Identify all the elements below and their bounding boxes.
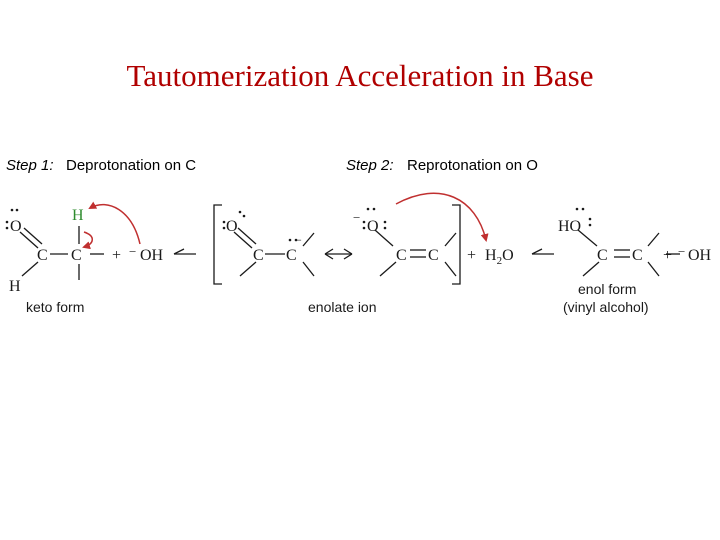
enol-carbon-b: C (632, 247, 643, 264)
enolate-carbon-2b: C (428, 247, 439, 264)
keto-form-label: keto form (26, 299, 84, 315)
keto-hydrogen: H (9, 278, 21, 295)
plus-sign-1: + (112, 247, 121, 264)
plus-sign-2: + (467, 247, 476, 264)
lone-pair-dots (5, 207, 592, 242)
electron-push-arrows (82, 192, 489, 250)
keto-oxygen: O (10, 218, 22, 235)
enol-form-label: enol form (578, 281, 636, 297)
hydroxide-charge-2: − (678, 244, 685, 259)
water: H2O (485, 247, 514, 267)
page-title: Tautomerization Acceleration in Base (126, 58, 594, 93)
step1-label: Step 1: (6, 157, 54, 174)
step1-text: Deprotonation on C (66, 157, 196, 174)
step2-text: Reprotonation on O (407, 157, 538, 174)
keto-carbonyl-carbon: C (37, 247, 48, 264)
enolate-carbanion: C (286, 247, 297, 264)
enolate-oxygen-2: O (367, 218, 379, 235)
enol-hydroxyl: HO (558, 218, 581, 235)
enolate-carbon-2a: C (396, 247, 407, 264)
oxide-charge: − (353, 210, 360, 225)
vinyl-alcohol-label: (vinyl alcohol) (563, 299, 649, 315)
enolate-ion-label: enolate ion (308, 299, 377, 315)
keto-alpha-carbon: C (71, 247, 82, 264)
alpha-hydrogen: H (72, 207, 84, 224)
plus-sign-3: + (663, 247, 672, 264)
carbanion-charge: − (295, 233, 302, 247)
enolate-carbon-1a: C (253, 247, 264, 264)
step2-label: Step 2: (346, 157, 394, 174)
enol-carbon-a: C (597, 247, 608, 264)
enolate-oxygen-1: O (226, 218, 238, 235)
hydroxide-charge-1: − (129, 244, 136, 259)
hydroxide-1: OH (140, 247, 164, 264)
hydroxide-2: OH (688, 247, 712, 264)
